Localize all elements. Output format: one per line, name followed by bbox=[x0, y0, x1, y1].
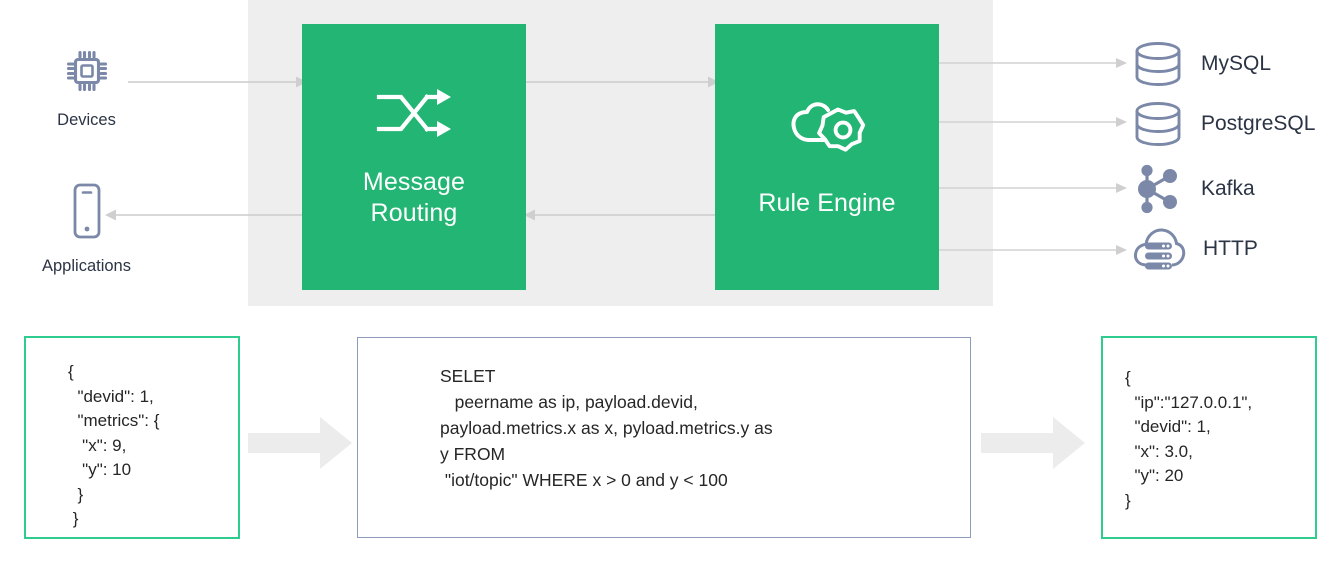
destination-node-http[interactable]: HTTP bbox=[1131, 224, 1258, 274]
destination-node-kafka[interactable]: Kafka bbox=[1131, 163, 1255, 215]
destination-node-postgresql[interactable]: PostgreSQL bbox=[1131, 100, 1315, 148]
connector-devices-to-routing bbox=[128, 76, 307, 88]
stage-label-line-1: Message bbox=[362, 168, 466, 196]
connector-rule-engine-to-postgresql bbox=[932, 117, 1127, 127]
destination-label-kafka: Kafka bbox=[1201, 177, 1255, 200]
connector-rule-engine-to-kafka bbox=[932, 183, 1127, 193]
connector-rule-engine-to-routing bbox=[524, 209, 722, 221]
destination-label-http: HTTP bbox=[1203, 237, 1258, 260]
stage-label-rule-engine: Rule Engine bbox=[758, 188, 896, 217]
source-label-applications: Applications bbox=[42, 257, 131, 275]
connector-rule-engine-to-mysql bbox=[932, 58, 1127, 68]
connector-routing-to-applications bbox=[105, 209, 305, 221]
destination-label-postgresql: PostgreSQL bbox=[1201, 112, 1316, 135]
connector-routing-to-rule-engine bbox=[522, 76, 719, 88]
source-label-devices: Devices bbox=[57, 111, 116, 129]
destination-label-mysql: MySQL bbox=[1201, 52, 1272, 75]
database-cylinder-icon bbox=[1135, 42, 1181, 86]
connector-rule-engine-to-http bbox=[932, 245, 1127, 255]
rule-sql-panel: SELET peername as ip, payload.devid, pay… bbox=[357, 337, 971, 538]
kafka-nodes-icon bbox=[1138, 164, 1177, 214]
source-node-devices: Devices bbox=[24, 44, 149, 130]
output-payload-code: { "ip":"127.0.0.1", "devid": 1, "x": 3.0… bbox=[1125, 368, 1253, 510]
input-payload-panel: { "devid": 1, "metrics": { "x": 9, "y": … bbox=[24, 336, 240, 539]
cloud-server-icon bbox=[1134, 228, 1186, 270]
input-payload-code: { "devid": 1, "metrics": { "x": 9, "y": … bbox=[68, 362, 160, 528]
stage-label-line-2: Routing bbox=[370, 199, 458, 227]
stage-box-rule-engine[interactable]: Rule Engine bbox=[715, 24, 939, 290]
database-cylinder-icon bbox=[1135, 102, 1181, 146]
rule-sql-code: SELET peername as ip, payload.devid, pay… bbox=[440, 366, 773, 490]
shuffle-arrows-icon bbox=[376, 89, 451, 137]
mobile-phone-icon bbox=[73, 183, 100, 239]
cloud-gear-icon bbox=[791, 101, 866, 152]
chip-icon bbox=[66, 50, 107, 92]
source-node-applications: Applications bbox=[24, 182, 149, 276]
output-payload-panel: { "ip":"127.0.0.1", "devid": 1, "x": 3.0… bbox=[1101, 336, 1317, 539]
flow-arrow-input-to-sql bbox=[248, 417, 352, 469]
flow-arrow-sql-to-output bbox=[981, 417, 1085, 469]
stage-label-message-routing: Message Routing bbox=[363, 167, 465, 229]
destination-node-mysql[interactable]: MySQL bbox=[1131, 40, 1271, 88]
stage-box-message-routing[interactable]: Message Routing bbox=[302, 24, 526, 290]
